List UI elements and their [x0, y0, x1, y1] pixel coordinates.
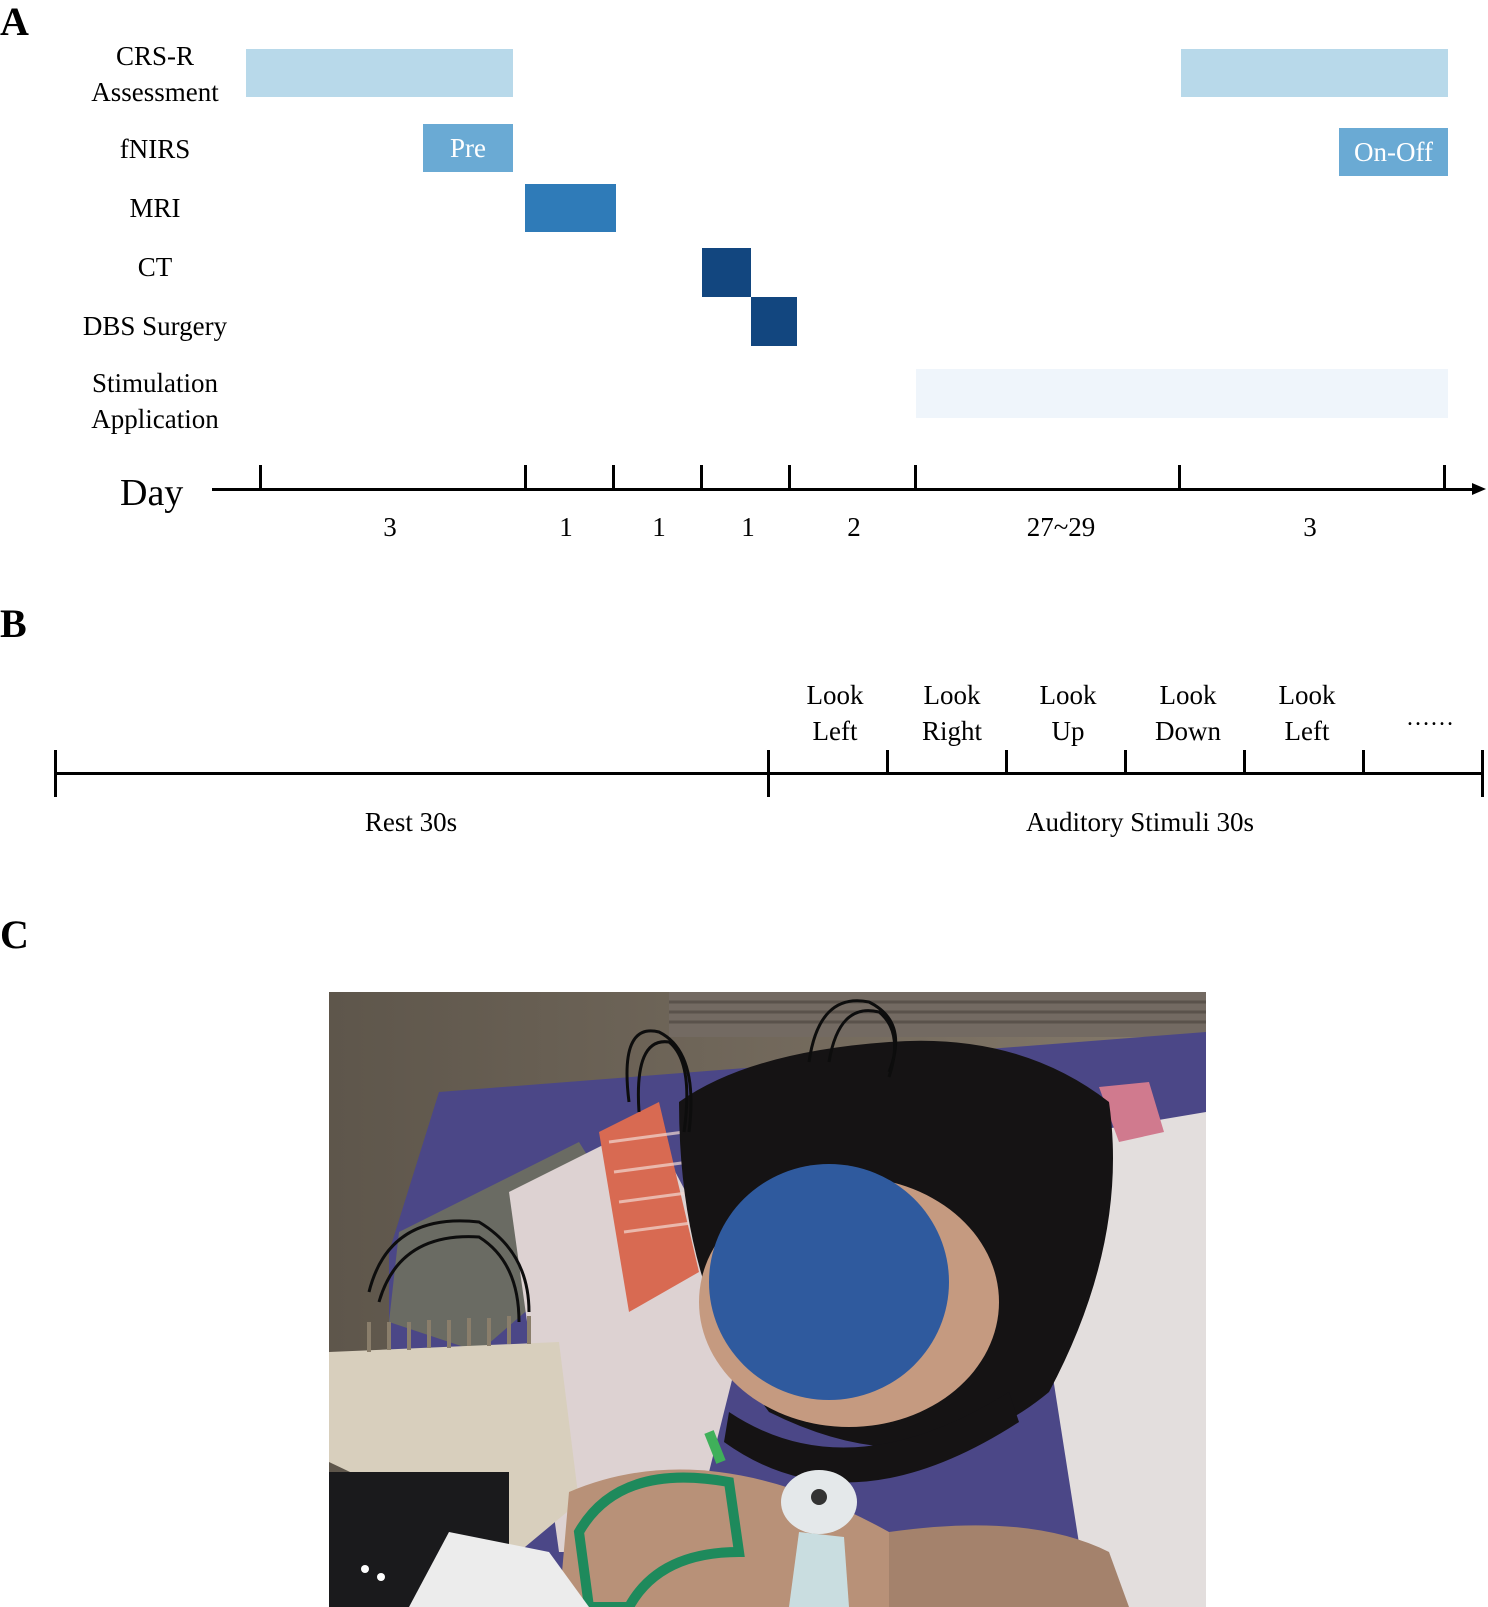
row-label-fnirs: fNIRS — [119, 134, 191, 164]
cue-look-down: Look Down — [1128, 677, 1248, 749]
axis-tick — [914, 465, 917, 490]
axis-tick — [700, 465, 703, 490]
row-label-stimulation: Stimulation Application — [55, 365, 255, 437]
cue-line2: Left — [812, 716, 858, 746]
patient-fnirs-photo — [329, 992, 1206, 1607]
day-axis-line — [212, 488, 1474, 491]
duration-label: 3 — [383, 512, 397, 542]
block-boundary-tick — [767, 750, 770, 797]
cue-line1: Look — [1278, 680, 1336, 710]
duration-label: 2 — [847, 512, 861, 542]
duration-label: 1 — [559, 512, 573, 542]
block-boundary-tick — [1481, 750, 1484, 797]
row-label-crsr: CRS-R Assessment — [55, 38, 255, 110]
axis-tick — [1443, 465, 1446, 490]
cue-line1: Look — [1039, 680, 1097, 710]
axis-tick — [612, 465, 615, 490]
axis-label-day: Day — [120, 472, 184, 514]
panel-a-letter: A — [0, 0, 29, 44]
photo-illustration — [329, 992, 1206, 1607]
bar-crsr-post — [1181, 49, 1448, 97]
bar-stimulation-application — [916, 369, 1448, 418]
duration-label: 27~29 — [1026, 512, 1096, 542]
bar-dbs-surgery — [751, 297, 797, 346]
cue-tick — [1124, 750, 1127, 774]
cue-line2: Up — [1051, 716, 1085, 746]
panel-c-letter: C — [0, 912, 29, 957]
cue-line2: Down — [1155, 716, 1221, 746]
cue-line1: Look — [806, 680, 864, 710]
row-label-stimulation-line1: Stimulation — [91, 368, 218, 398]
cue-tick — [886, 750, 889, 774]
duration-label: 1 — [652, 512, 666, 542]
cue-tick — [1362, 750, 1365, 774]
axis-tick — [259, 465, 262, 490]
duration-label: 1 — [741, 512, 755, 542]
row-label-stimulation-line2: Application — [91, 404, 219, 434]
cue-line1: Look — [1159, 680, 1217, 710]
cue-line1: Look — [923, 680, 981, 710]
row-label-crsr-line2: Assessment — [91, 77, 219, 107]
cue-look-right: Look Right — [892, 677, 1012, 749]
row-label-ct: CT — [137, 252, 173, 282]
cue-line2: Left — [1284, 716, 1330, 746]
axis-arrow-icon — [1472, 483, 1486, 495]
axis-tick — [524, 465, 527, 490]
row-label-crsr-line1: CRS-R — [115, 41, 195, 71]
axis-tick — [1178, 465, 1181, 490]
cue-look-left: Look Left — [775, 677, 895, 749]
block-boundary-tick — [54, 750, 57, 797]
cue-tick — [1005, 750, 1008, 774]
rest-block-label: Rest 30s — [364, 807, 458, 837]
bar-mri — [525, 184, 616, 232]
duration-label: 3 — [1303, 512, 1317, 542]
row-label-dbs-surgery: DBS Surgery — [82, 311, 228, 341]
bar-ct — [702, 248, 751, 297]
cue-line2: Right — [921, 716, 982, 746]
panel-b-letter: B — [0, 601, 27, 646]
cue-look-up: Look Up — [1008, 677, 1128, 749]
bar-fnirs-pre: Pre — [423, 124, 513, 172]
stimuli-block-label: Auditory Stimuli 30s — [1025, 807, 1255, 837]
cue-continuation-ellipsis: …… — [1406, 705, 1454, 731]
bar-fnirs-on-off: On-Off — [1339, 128, 1448, 176]
cue-tick — [1243, 750, 1246, 774]
cue-look-left-2: Look Left — [1247, 677, 1367, 749]
axis-tick — [788, 465, 791, 490]
row-label-mri: MRI — [129, 193, 181, 223]
bar-crsr-pre — [246, 49, 513, 97]
